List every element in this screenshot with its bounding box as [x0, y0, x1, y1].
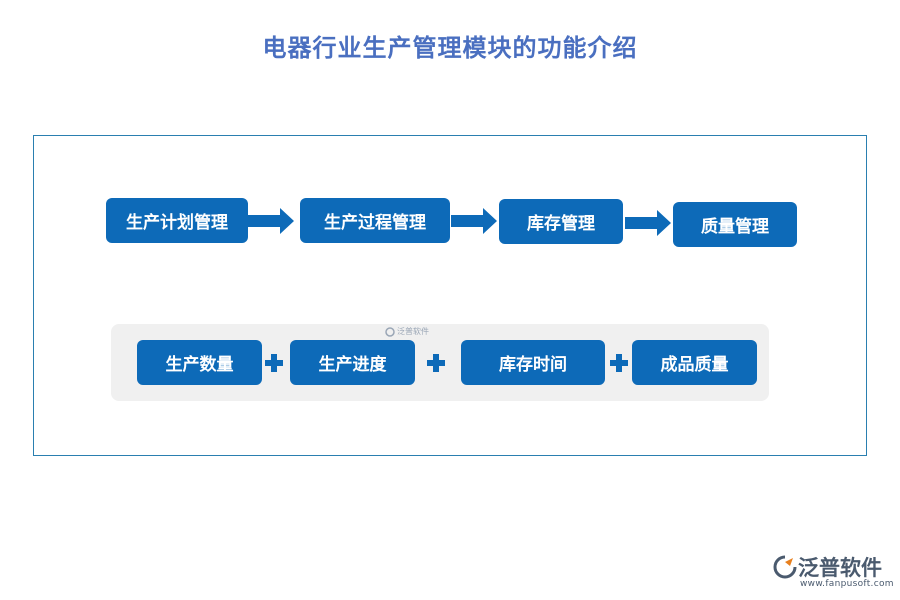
- plus-icon: [265, 354, 283, 372]
- flow-step-production-plan: 生产计划管理: [106, 198, 248, 243]
- page-title: 电器行业生产管理模块的功能介绍: [262, 33, 638, 62]
- brand-name: 泛普软件: [798, 556, 882, 580]
- factor-production-progress: 生产进度: [290, 340, 415, 385]
- brand-logo: 泛普软件 www.fanpusoft.com: [772, 552, 894, 592]
- diagram-frame: [33, 135, 867, 456]
- right-arrow-icon: [625, 210, 671, 236]
- factor-inventory-time: 库存时间: [461, 340, 605, 385]
- flow-step-production-process: 生产过程管理: [300, 198, 450, 243]
- fanpu-logo-icon: [385, 326, 395, 337]
- flow-step-quality: 质量管理: [673, 202, 797, 247]
- watermark: 泛普软件: [385, 326, 429, 337]
- right-arrow-icon: [248, 208, 294, 234]
- factor-finished-quality: 成品质量: [632, 340, 757, 385]
- plus-icon: [610, 354, 628, 372]
- factor-production-quantity: 生产数量: [137, 340, 262, 385]
- watermark-text: 泛普软件: [397, 327, 429, 336]
- fanpu-logo-icon: [773, 555, 797, 579]
- plus-icon: [427, 354, 445, 372]
- brand-url: www.fanpusoft.com: [800, 579, 894, 589]
- flow-step-inventory: 库存管理: [499, 199, 623, 244]
- right-arrow-icon: [451, 208, 497, 234]
